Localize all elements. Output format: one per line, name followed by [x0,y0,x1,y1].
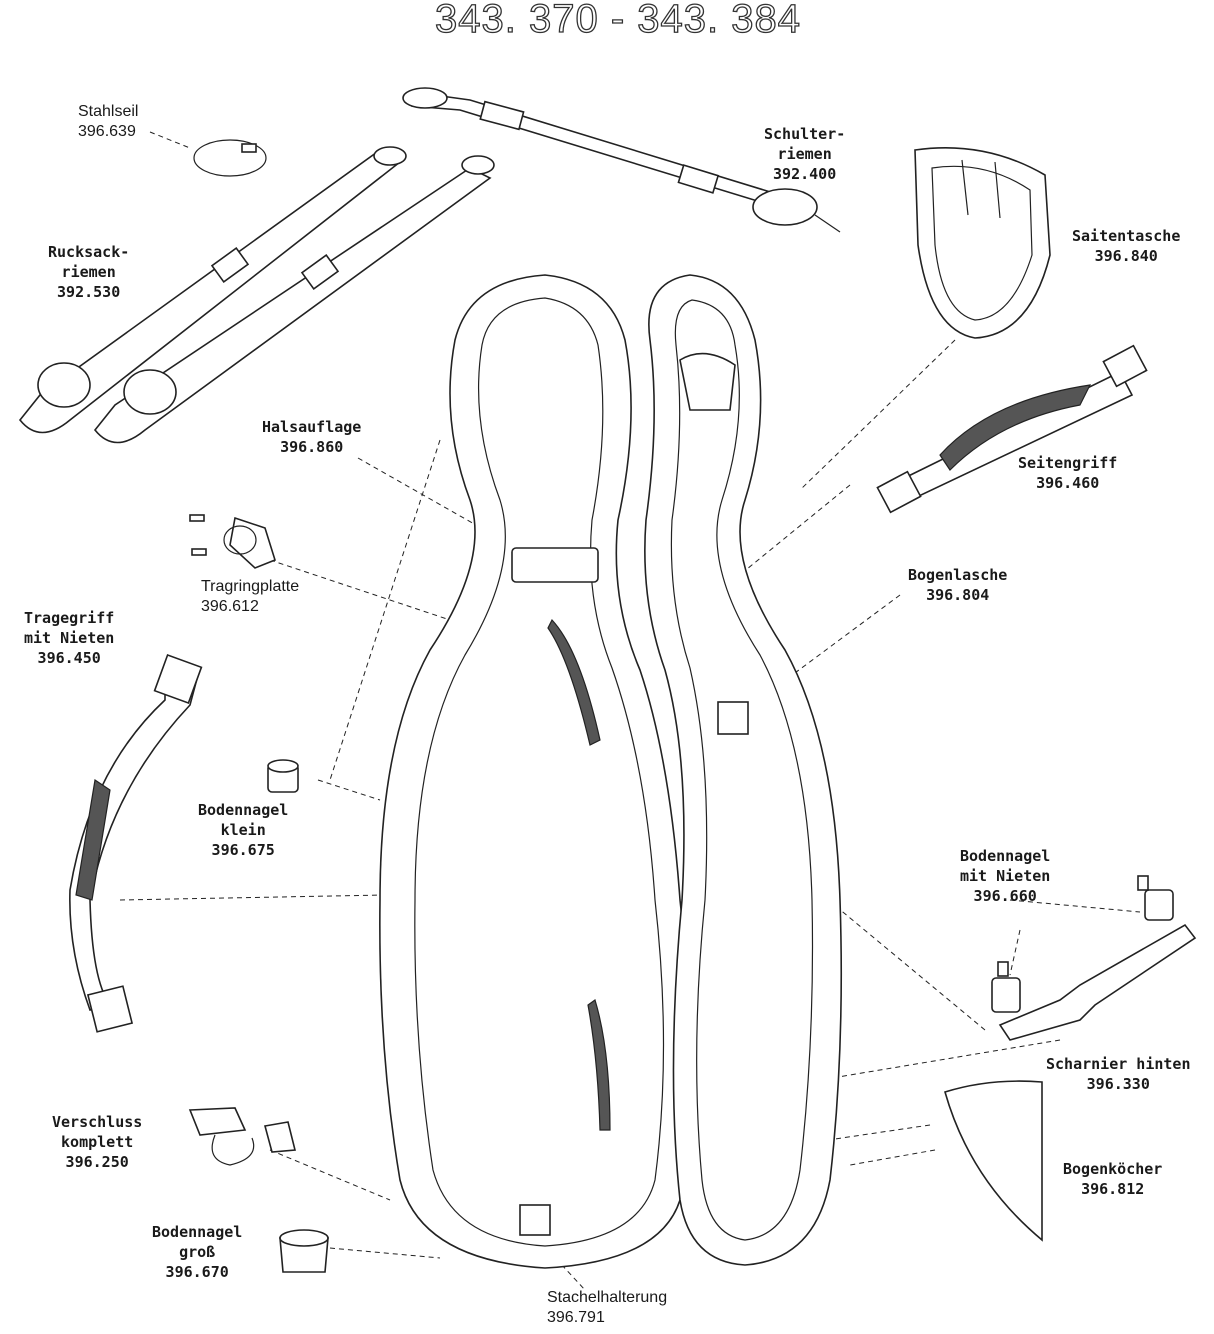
bodennagel-klein-part [267,759,299,793]
bodennagel-gross-number: 396.670 [165,1263,229,1281]
saitentasche-name: Saitentasche [1072,227,1181,245]
bodennagel-gross-line2: groß [179,1243,216,1261]
bogenkoecher-label: Bogenköcher 396.812 [1063,1159,1162,1199]
bogenkoecher-part [944,1080,1043,1242]
tragegriff-line2: mit Nieten [24,629,115,647]
verschluss-line1: Verschluss [52,1113,143,1131]
tragringplatte-name: Tragringplatte [201,578,300,595]
schulterriemen-line1: Schulter- [764,125,846,143]
stahlseil-name: Stahlseil [78,103,139,120]
halsauflage-number: 396.860 [280,438,344,456]
bogenlasche-label: Bogenlasche 396.804 [908,565,1007,605]
saitentasche-part [914,147,1051,339]
bodennagel-nieten-line2: mit Nieten [960,867,1051,885]
stahlseil-part [193,139,267,177]
schulterriemen-line2: riemen [777,145,832,163]
schulterriemen-label: Schulter- riemen 392.400 [764,124,845,184]
bodennagel-nieten-number: 396.660 [973,887,1037,905]
stahlseil-label: Stahlseil 396.639 [78,102,138,142]
verschluss-number: 396.250 [65,1153,129,1171]
cello-case-part [379,274,843,1269]
halsauflage-label: Halsauflage 396.860 [262,417,361,457]
rucksackriemen-part [18,146,495,444]
scharnier-part [991,875,1197,1041]
stachelhalterung-label: Stachelhalterung 396.791 [547,1288,667,1328]
tragringplatte-number: 396.612 [201,598,259,615]
bogenkoecher-name: Bogenköcher [1063,1160,1163,1178]
stahlseil-number: 396.639 [78,123,136,140]
bogenkoecher-number: 396.812 [1081,1180,1145,1198]
bodennagel-klein-number: 396.675 [211,841,275,859]
tragringplatte-part [189,514,276,569]
bodennagel-nieten-line1: Bodennagel [960,847,1051,865]
diagram-title: 343. 370 - 343. 384 [435,0,801,41]
tragegriff-part [69,653,203,1033]
seitengriff-number: 396.460 [1036,474,1100,492]
verschluss-part [188,1107,297,1166]
seitengriff-label: Seitengriff 396.460 [1018,453,1117,493]
schulterriemen-number: 392.400 [773,165,837,183]
bodennagel-gross-line1: Bodennagel [152,1223,243,1241]
tragegriff-number: 396.450 [37,649,101,667]
bodennagel-gross-label: Bodennagel groß 396.670 [152,1222,242,1282]
saitentasche-label: Saitentasche 396.840 [1072,226,1180,266]
rucksackriemen-line2: riemen [61,263,116,281]
bodennagel-klein-line1: Bodennagel [198,801,289,819]
tragegriff-label: Tragegriff mit Nieten 396.450 [24,608,114,668]
saitentasche-number: 396.840 [1094,247,1158,265]
scharnier-number: 396.330 [1086,1075,1150,1093]
stachelhalterung-name: Stachelhalterung [547,1289,668,1306]
scharnier-label: Scharnier hinten 396.330 [1046,1054,1191,1094]
bogenlasche-name: Bogenlasche [908,566,1008,584]
bodennagel-gross-part [279,1229,329,1273]
seitengriff-part [876,344,1148,514]
halsauflage-name: Halsauflage [262,418,362,436]
bodennagel-nieten-label: Bodennagel mit Nieten 396.660 [960,846,1050,906]
stachelhalterung-number: 396.791 [547,1309,605,1326]
bodennagel-klein-line2: klein [220,821,266,839]
bogenlasche-number: 396.804 [926,586,990,604]
tragringplatte-label: Tragringplatte 396.612 [201,577,299,617]
rucksackriemen-number: 392.530 [57,283,121,301]
tragegriff-line1: Tragegriff [24,609,115,627]
scharnier-name: Scharnier hinten [1046,1055,1191,1073]
bodennagel-klein-label: Bodennagel klein 396.675 [198,800,288,860]
rucksackriemen-line1: Rucksack- [48,243,130,261]
rucksackriemen-label: Rucksack- riemen 392.530 [48,242,129,302]
verschluss-line2: komplett [61,1133,134,1151]
schulterriemen-part [402,87,841,233]
verschluss-label: Verschluss komplett 396.250 [52,1112,142,1172]
seitengriff-name: Seitengriff [1018,454,1118,472]
